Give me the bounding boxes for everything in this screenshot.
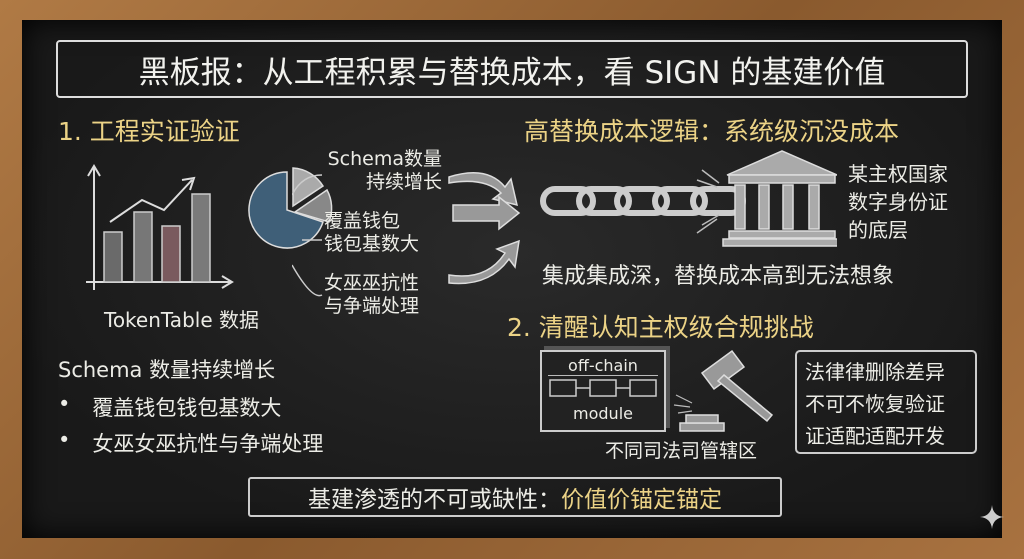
bullet-item: •覆盖钱包钱包基数大: [58, 392, 282, 420]
building-label: 某主权国家数字身份证的底层: [848, 162, 948, 242]
bar: [191, 193, 211, 283]
replacement-cost-heading: 高替换成本逻辑：系统级沉没成本: [524, 117, 900, 146]
page-title: 黑板报：从工程积累与替换成本，看 SIGN 的基建价值: [138, 54, 886, 91]
label-leaders: [292, 174, 323, 297]
bar-chart-illustration: [86, 164, 333, 290]
bullet-item: •女巫女巫抗性与争端处理: [58, 428, 324, 456]
footer-highlight: 价值价锚定锚定: [561, 487, 722, 513]
gavel-icon: [673, 349, 774, 432]
section1-heading: 1. 工程实证验证: [58, 117, 240, 146]
sparkle-icon: [980, 505, 1004, 529]
trend-arrow: [109, 176, 196, 223]
pie-slice: [293, 188, 333, 223]
jurisdiction-label: 不同司法司管辖区: [605, 440, 758, 462]
pie-slice: [292, 167, 325, 208]
chain-icon: [540, 186, 746, 216]
chart-caption: TokenTable 数据: [104, 308, 259, 332]
pie-slice: [248, 171, 324, 249]
bar: [103, 231, 123, 283]
pie-label: 女巫巫抗性与争端处理: [324, 272, 420, 317]
footer-box: 基建渗透的不可或缺性：价值价锚定锚定: [248, 477, 782, 517]
arrows-icon: [448, 172, 521, 285]
bar: [133, 211, 153, 283]
title-box: 黑板报：从工程积累与替换成本，看 SIGN 的基建价值: [56, 40, 968, 98]
bar: [161, 225, 181, 283]
off-chain-module-box: off-chain module: [540, 350, 666, 432]
integration-text: 集成集成深，替换成本高到无法想象: [542, 264, 895, 289]
chain-building-illustration: [540, 150, 837, 247]
y-axis: [87, 164, 101, 290]
summary-text: Schema 数量持续增长: [58, 358, 276, 382]
chalkboard: 黑板报：从工程积累与替换成本，看 SIGN 的基建价值 1. 工程实证验证 Sc…: [22, 20, 1004, 538]
footer-prefix: 基建渗透的不可或缺性：: [308, 487, 561, 513]
pie-label: 覆盖钱包钱包基数大: [324, 210, 420, 255]
section2-heading: 2. 清醒认知主权级合规挑战: [507, 313, 814, 342]
compliance-box: 法律律删除差异不可不恢复验证证适配适配开发: [795, 350, 977, 454]
pie-label: Schema数量持续增长: [327, 148, 442, 193]
government-building-icon: [722, 150, 837, 247]
module-top-label: off-chain: [548, 356, 658, 376]
blocks-icon: [549, 379, 657, 397]
module-bottom-label: module: [573, 404, 633, 423]
